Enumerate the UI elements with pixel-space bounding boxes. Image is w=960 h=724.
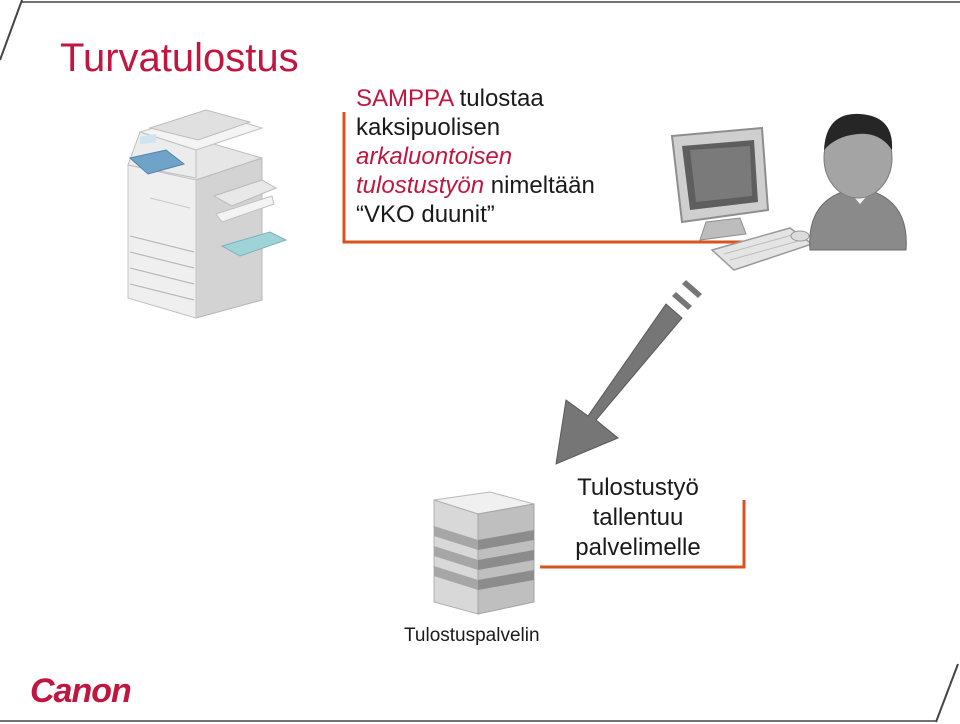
- callout-stored-on-server: Tulostustyö tallentuu palvelimelle: [540, 473, 736, 563]
- callout-bottom-line-2: tallentuu: [592, 504, 684, 531]
- callout-line-5: “VKO duunit”: [356, 201, 495, 228]
- callout-text: nimeltään: [484, 172, 595, 199]
- callout-line-1: SAMPPA tulostaa: [356, 84, 595, 113]
- page-title: Turvatulostus: [60, 36, 299, 80]
- callout-line-3: arkaluontoisen: [356, 143, 513, 170]
- callout-line-4: tulostustyön nimeltään: [356, 171, 595, 200]
- canon-logo: Canon: [30, 672, 132, 710]
- callout-bottom-line-3: palvelimelle: [575, 534, 701, 561]
- callout-emphasis: tulostustyön: [356, 172, 485, 199]
- callout-line-2: kaksipuolisen: [356, 114, 501, 141]
- callout-print-job: SAMPPA tulostaa kaksipuolisen arkaluonto…: [356, 84, 595, 229]
- callout-text: tulostaa: [452, 85, 544, 112]
- callout-user-name: SAMPPA: [356, 85, 453, 112]
- callout-bottom-line-1: Tulostustyö: [577, 474, 699, 501]
- server-label: Tulostuspalvelin: [404, 625, 540, 646]
